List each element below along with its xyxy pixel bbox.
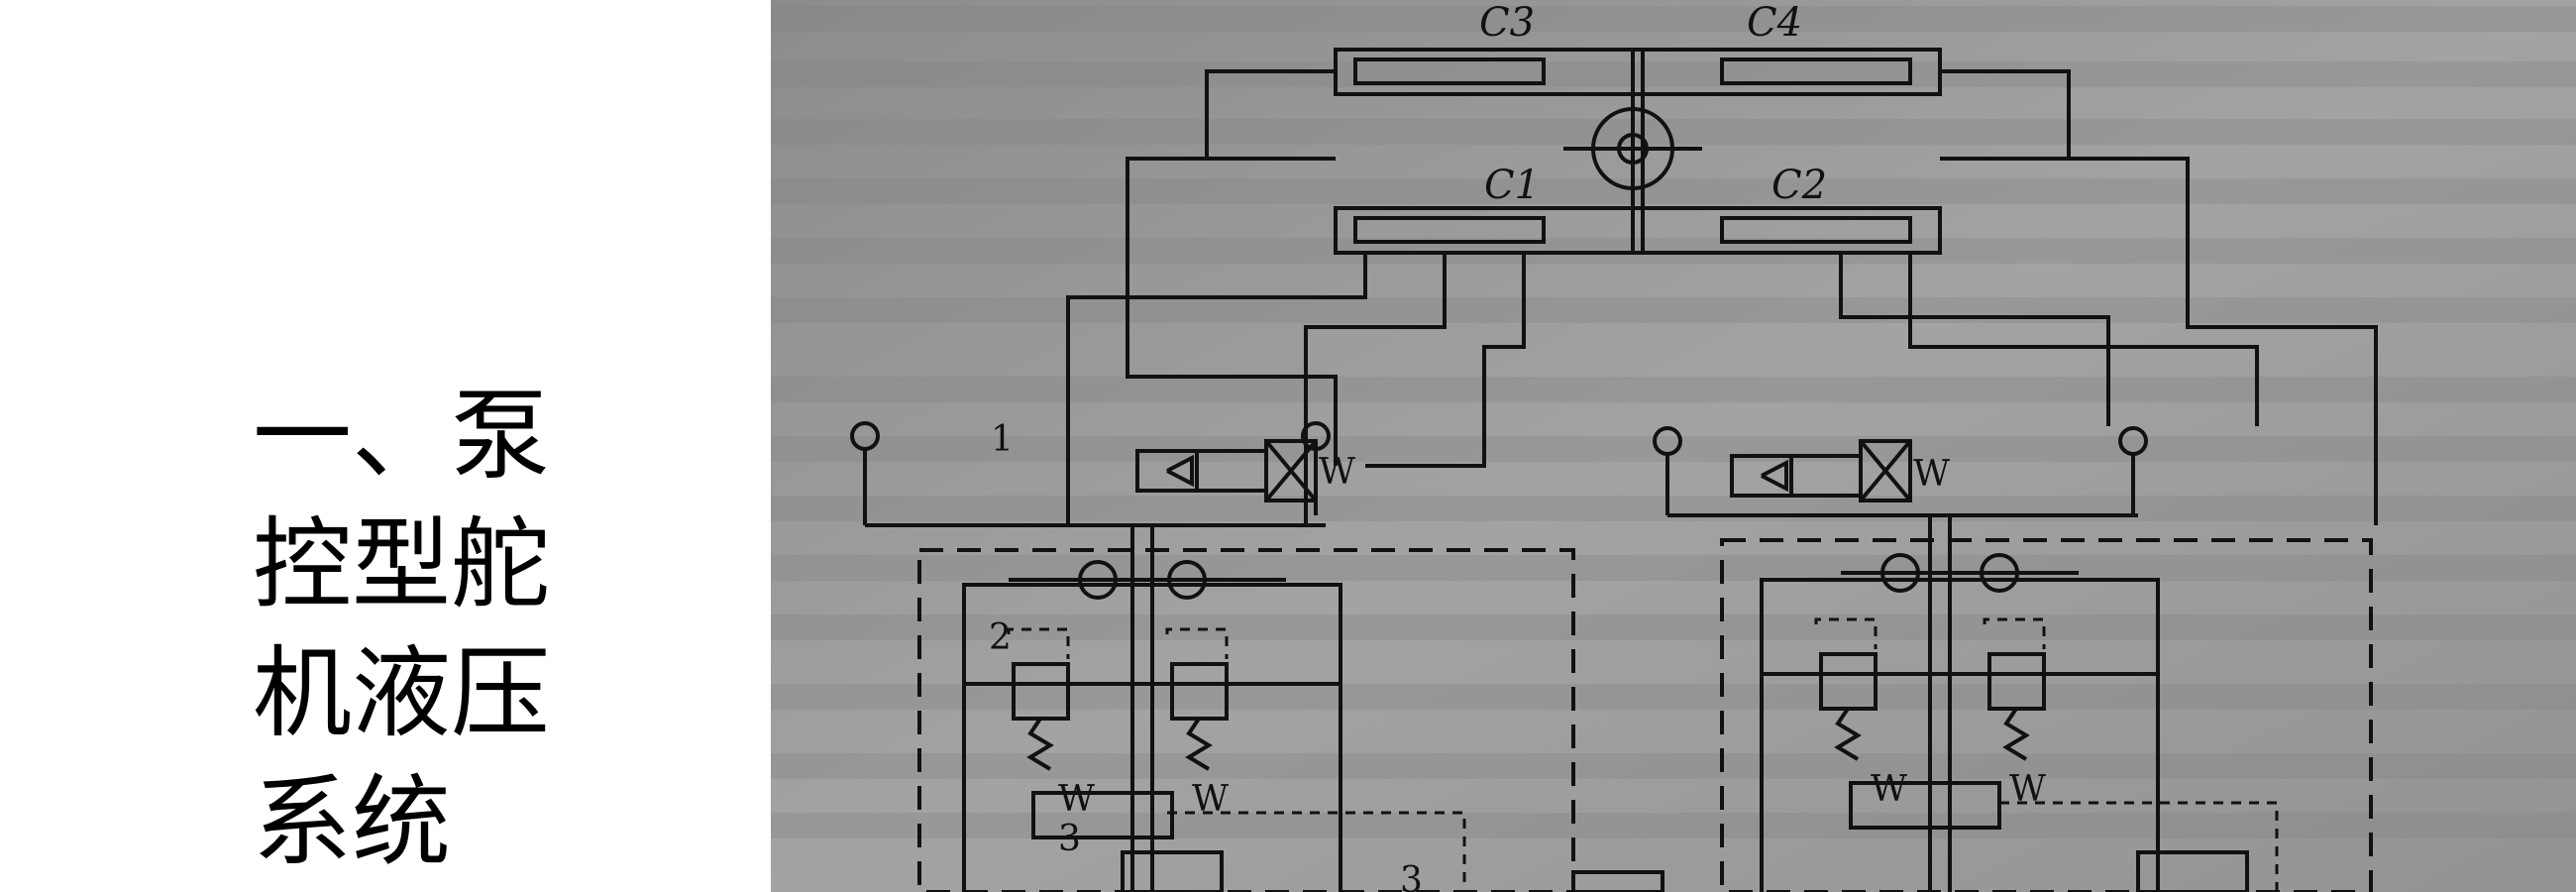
relief-valve-left-a: [1012, 662, 1070, 721]
label-w4b: W: [2009, 769, 2046, 810]
label-c3: C3: [1479, 0, 1535, 46]
label-w3b: W: [1192, 779, 1229, 820]
relief-valve-right-b: [1987, 652, 2046, 711]
label-c1: C1: [1484, 163, 1540, 208]
label-c2: C2: [1771, 163, 1827, 208]
label-3b: 3: [1400, 860, 1423, 892]
lower-cylinder-frame: [1334, 206, 1942, 255]
pilot-lines: [1007, 617, 2279, 892]
slide-title: 一、泵控型舵机液压系统: [253, 378, 550, 880]
diagram-lines: [850, 48, 2378, 892]
label-w1: W: [1319, 452, 1355, 493]
faint-text-rows: [771, 6, 2576, 838]
shuttle-valve-right: [1849, 781, 2001, 830]
label-1: 1: [991, 419, 1014, 460]
label-w3a: W: [1058, 779, 1095, 820]
cylinder-c4: [1720, 57, 1912, 85]
label-c4: C4: [1747, 0, 1802, 46]
relief-valve-right-a: [1819, 652, 1878, 711]
relief-valve-left-b: [1170, 662, 1229, 721]
label-3a: 3: [1058, 819, 1081, 859]
shuttle-valve-left: [1031, 791, 1174, 839]
cylinder-c2: [1720, 216, 1912, 244]
right-pump-block: [1720, 538, 2373, 892]
label-w2: W: [1913, 454, 1950, 495]
cylinder-c1: [1353, 216, 1546, 244]
cylinder-c3: [1353, 57, 1546, 85]
label-w4a: W: [1871, 769, 1907, 810]
hydraulic-diagram-photo: C3 C4 C1 C2 1 2 3 3 W W W W W W: [771, 0, 2576, 892]
label-2: 2: [989, 617, 1012, 658]
left-pump-block: [917, 548, 1575, 892]
hydraulic-diagram: C3 C4 C1 C2 1 2 3 3 W W W W W W: [771, 0, 2576, 892]
